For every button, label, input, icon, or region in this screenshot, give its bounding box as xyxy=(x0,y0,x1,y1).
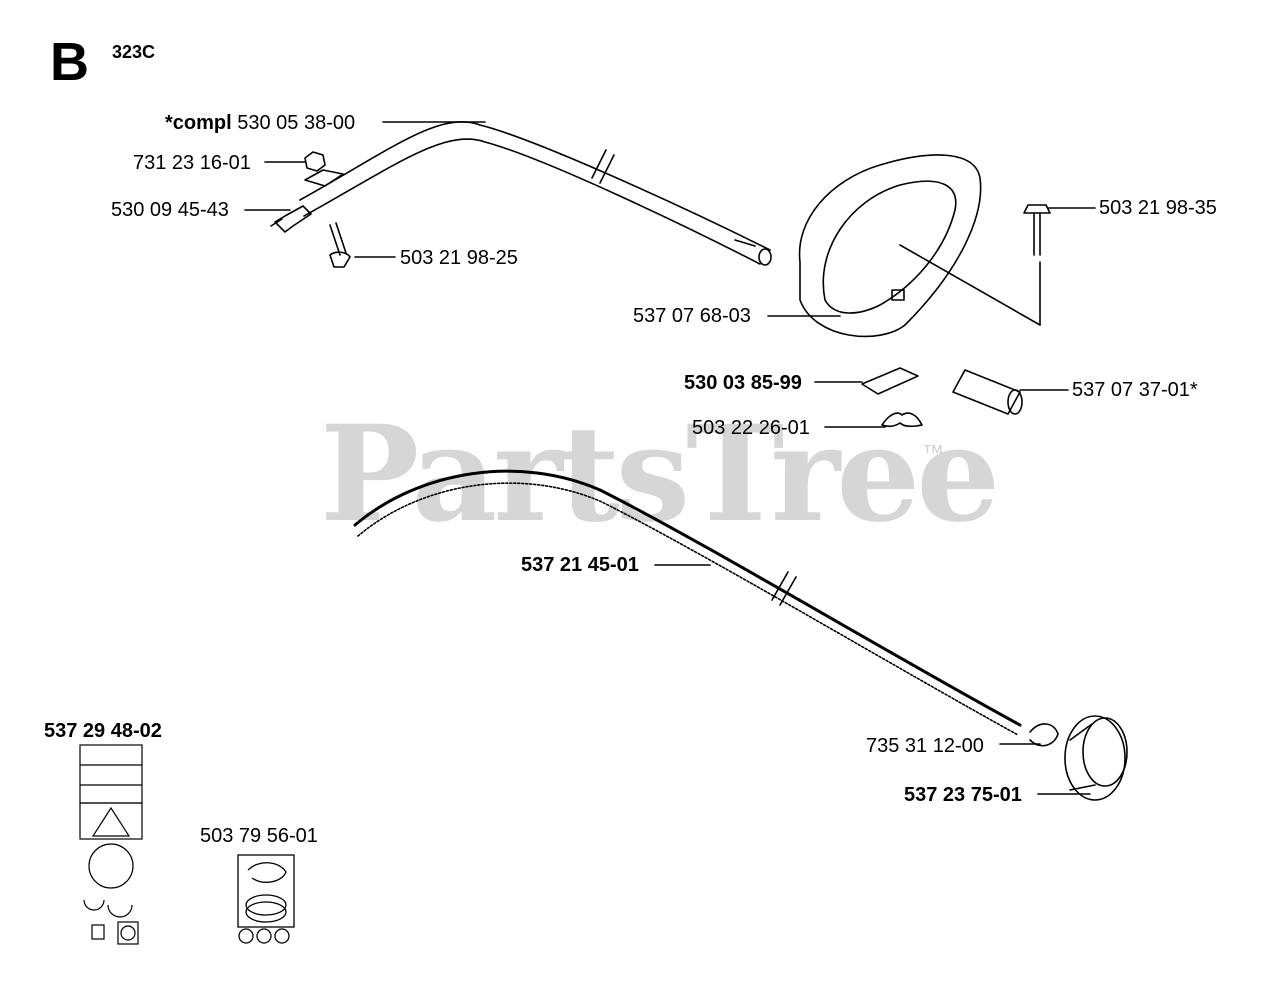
bolt-drawing xyxy=(1023,204,1051,214)
clamp-drawing xyxy=(861,367,919,395)
part-number: 530 05 38-00 xyxy=(237,112,356,134)
tube-drawing xyxy=(299,121,771,251)
part-label-circlip[interactable]: 735 31 12-00 xyxy=(866,735,984,757)
part-label-wing-nut[interactable]: 503 22 26-01 xyxy=(692,417,810,439)
screw-drawing xyxy=(329,222,347,256)
tube-end xyxy=(758,248,772,266)
nut-drawing xyxy=(304,151,326,172)
decal-trimmer-drawing xyxy=(237,854,295,944)
part-label-bolt[interactable]: 503 21 98-35 xyxy=(1099,197,1217,219)
sleeve-drawing xyxy=(952,369,1021,415)
part-label-loop-handle[interactable]: 537 07 68-03 xyxy=(633,305,751,327)
wing-nut-drawing xyxy=(881,412,923,428)
part-label-decal-sheet[interactable]: 537 29 48-02 xyxy=(44,720,162,742)
part-label-screw[interactable]: 503 21 98-25 xyxy=(400,247,518,269)
part-label-clamp[interactable]: 530 03 85-99 xyxy=(684,372,802,394)
part-label-sleeve[interactable]: 537 07 37-01* xyxy=(1072,379,1198,401)
model-label: 323C xyxy=(112,42,156,62)
part-label-coupling[interactable]: 530 09 45-43 xyxy=(111,199,229,221)
watermark-trademark: ™ xyxy=(922,440,944,465)
part-label-guard-cup[interactable]: 537 23 75-01 xyxy=(904,784,1022,806)
section-letter: B xyxy=(50,32,89,92)
circlip-drawing xyxy=(1029,723,1059,747)
coupling-drawing xyxy=(274,205,312,233)
loop-handle-drawing xyxy=(798,154,982,338)
part-label-nut[interactable]: 731 23 16-01 xyxy=(133,152,251,174)
part-label-decal-trimmer[interactable]: 503 79 56-01 xyxy=(200,825,318,847)
guard-cup-drawing xyxy=(1064,715,1126,801)
part-label-tube-assembly[interactable]: *compl 530 05 38-00 xyxy=(165,112,355,134)
part-label-drive-shaft[interactable]: 537 21 45-01 xyxy=(521,554,639,576)
part-prefix: *compl xyxy=(165,112,232,134)
drive-shaft-drawing xyxy=(353,469,1022,727)
decal-sheet-drawing xyxy=(79,744,143,945)
